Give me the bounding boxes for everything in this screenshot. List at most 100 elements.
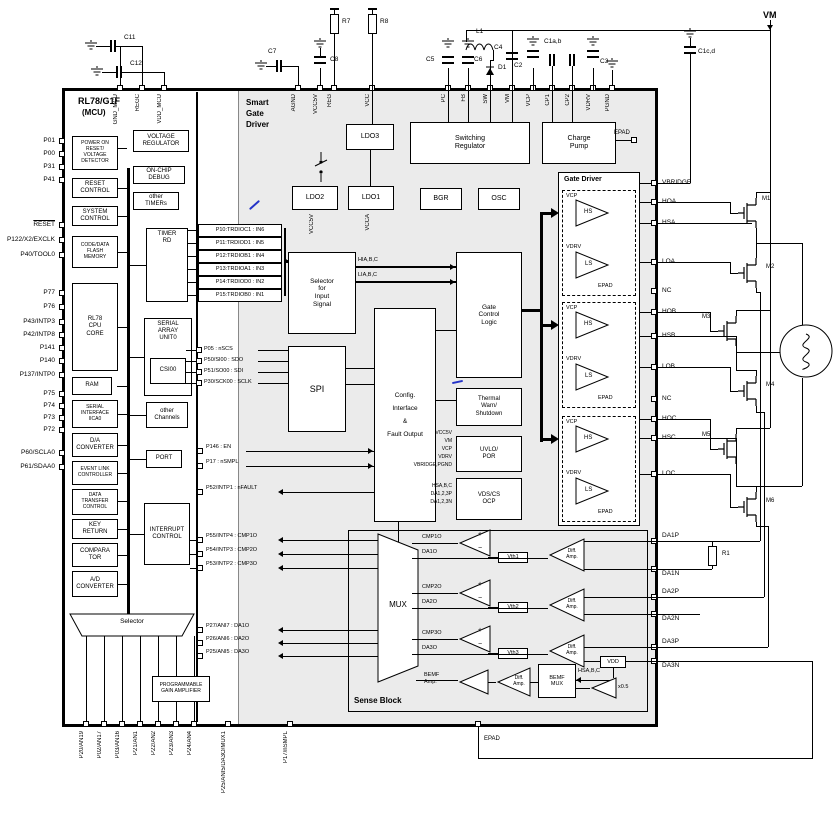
signal-label: P17 : nSMPL (206, 459, 239, 465)
bemf-mux-box: BEMF MUX (538, 664, 576, 698)
wire (802, 378, 803, 486)
mcu-block-key-return: KEY RETURN (72, 519, 118, 539)
arrow (551, 320, 559, 330)
arrow (551, 434, 559, 444)
wire (730, 474, 731, 507)
wire (117, 555, 127, 556)
wire (710, 419, 711, 449)
pin-label: P77 (43, 289, 55, 296)
wire (356, 281, 456, 283)
wire (282, 540, 378, 541)
wire (576, 688, 590, 689)
mcu-block-ram: RAM (72, 377, 112, 395)
sgd-block-config-interface: Config. Interface & Fault Output (374, 308, 436, 522)
mcu-block-dtc: DATA TRANSFER CONTROL (72, 489, 118, 515)
wire (690, 54, 691, 183)
label-ls: LS (585, 261, 593, 267)
mcu-subtitle: (MCU) (82, 108, 106, 117)
wire (488, 557, 498, 558)
wire (730, 507, 738, 508)
pin (197, 551, 203, 557)
cap-label-c12: C12 (130, 60, 142, 67)
ls-driver-icon (575, 477, 610, 505)
pin-label: P75 (43, 390, 55, 397)
mosfet-icon (738, 492, 757, 522)
ls-driver-icon (575, 251, 610, 279)
capacitor-icon (314, 56, 326, 64)
sgd-block-ldo1: LDO1 (348, 186, 394, 210)
wire (186, 383, 196, 384)
pin-label: CP1 (545, 94, 551, 106)
vth-box: Vth2 (498, 602, 528, 613)
pin (161, 85, 167, 91)
capacitor-icon (684, 46, 696, 54)
pin (651, 309, 657, 315)
wire (658, 183, 690, 184)
signal-label: P27/ANI7 : DA1O (206, 623, 250, 629)
wire (533, 68, 534, 91)
diff-amp-label: Diff. Amp. (566, 598, 578, 610)
pin-label: P31 (43, 163, 55, 170)
cap-label-c2: C2 (514, 62, 523, 69)
wire (186, 361, 196, 362)
wire (710, 331, 718, 332)
mcu-block-elc: EVENT LINK CONTROLLER (72, 461, 118, 485)
mcu-block-reset: RESET CONTROL (72, 178, 118, 198)
wire (117, 188, 127, 189)
wire (478, 727, 479, 758)
wire (736, 370, 756, 371)
pin (651, 220, 657, 226)
wire (436, 330, 456, 331)
pin-label: LOA (662, 258, 675, 266)
wire (372, 8, 373, 14)
wire (117, 386, 127, 387)
pin-label: HSA (662, 219, 675, 227)
arrow (278, 653, 283, 659)
bus-wire (540, 438, 554, 441)
wire (188, 269, 198, 270)
pin (651, 364, 657, 370)
signal-label: HSA,B,C (578, 668, 601, 674)
sgd-block-spi: SPI (288, 346, 346, 432)
epad-bottom-label: EPAD (484, 736, 500, 742)
wire (658, 438, 736, 439)
wire (334, 8, 335, 14)
wire (730, 273, 738, 274)
ground-icon (314, 38, 326, 48)
mcu-selector-shape (69, 613, 195, 637)
pin (196, 369, 202, 375)
hs-driver-icon (575, 199, 610, 227)
wire (436, 400, 456, 401)
minus-sign: − (478, 595, 483, 602)
pin (197, 489, 203, 495)
pin (117, 85, 123, 91)
wire (117, 445, 127, 446)
pin-label: P40/TOOL0 (20, 251, 55, 258)
signal-label: P50/SI00 : SDO (204, 357, 244, 363)
uvlo-input: VBRIDGE,PGND (413, 462, 452, 468)
pin-label: HSB (662, 332, 675, 340)
mcu-block-ocd: ON-CHIP DEBUG (133, 166, 185, 184)
sense-block-box (348, 530, 648, 712)
arrow (278, 551, 283, 557)
mcu-block-adc: A/D CONVERTER (72, 571, 118, 597)
mcu-block-por: POWER ON RESET/ VOLTAGE DETECTOR (72, 136, 118, 170)
cap-label-c4: C4 (494, 44, 503, 51)
pin-label: P61/SDAA0 (20, 463, 55, 470)
diff-amp-label: Diff. Amp. (566, 644, 578, 656)
wire (258, 361, 288, 362)
driver-phase-a (562, 190, 636, 296)
label-epad: EPAD (598, 509, 613, 515)
wire (104, 636, 105, 721)
pin (59, 358, 65, 364)
wire (117, 327, 127, 328)
pin (139, 85, 145, 91)
sgd-block-thermal: Thermal Warn/ Shutdown (456, 388, 522, 426)
signal-label-li: LIA,B,C (358, 272, 377, 278)
pin (651, 288, 657, 294)
wire (282, 630, 378, 631)
sgd-block-swreg: Switching Regulator (410, 122, 530, 164)
wire (116, 46, 142, 47)
pin (59, 304, 65, 310)
wire (298, 66, 299, 86)
